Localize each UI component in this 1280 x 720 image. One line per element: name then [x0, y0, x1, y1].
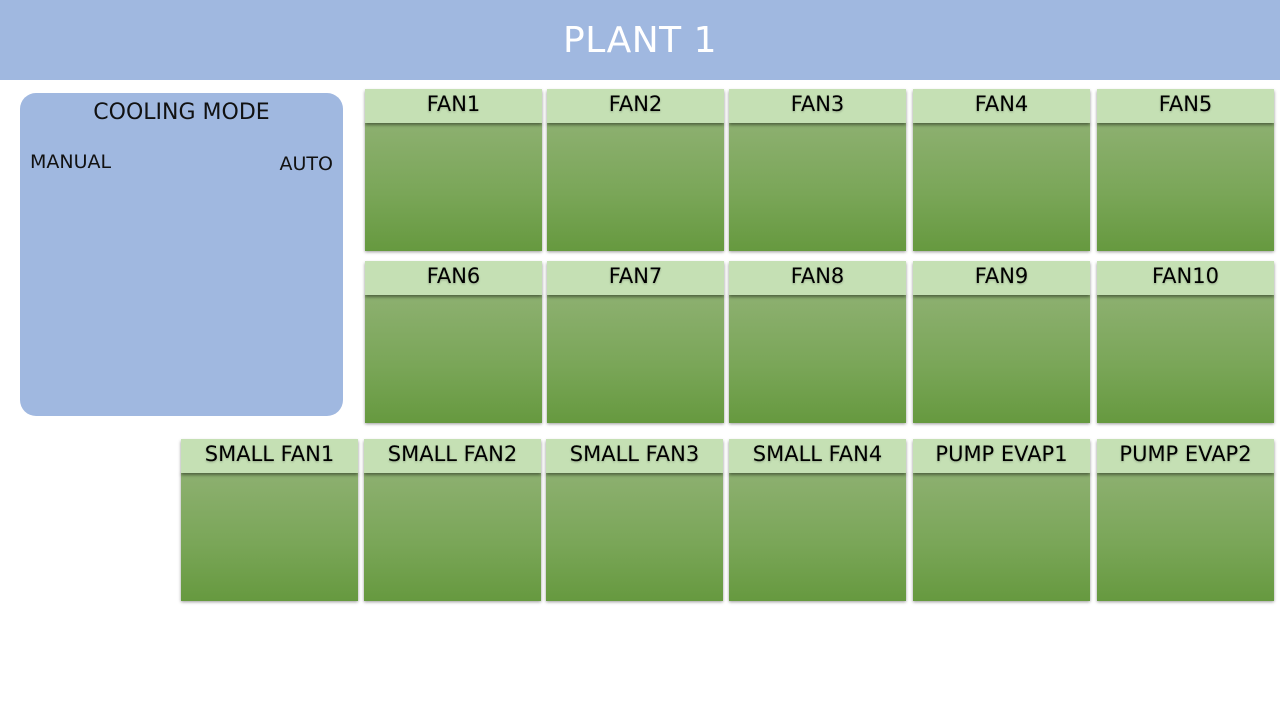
small-fan-2-label: SMALL FAN2 — [364, 439, 541, 473]
fan-4-label: FAN4 — [913, 89, 1090, 123]
fan-3-tile[interactable]: FAN3 — [729, 89, 906, 251]
fan-6-status-area — [365, 295, 542, 423]
pump-evap-2-label: PUMP EVAP2 — [1097, 439, 1274, 473]
fan-10-label: FAN10 — [1097, 261, 1274, 295]
small-fan-1-status-area — [181, 473, 358, 601]
fan-4-status-area — [913, 123, 1090, 251]
small-fan-3-label: SMALL FAN3 — [546, 439, 723, 473]
small-fan-4-tile[interactable]: SMALL FAN4 — [729, 439, 906, 601]
fan-3-label: FAN3 — [729, 89, 906, 123]
manual-mode-option[interactable]: MANUAL — [30, 151, 112, 173]
small-fan-3-status-area — [546, 473, 723, 601]
page-title: PLANT 1 — [563, 19, 717, 61]
fan-5-tile[interactable]: FAN5 — [1097, 89, 1274, 251]
pump-evap-2-tile[interactable]: PUMP EVAP2 — [1097, 439, 1274, 601]
fan-7-label: FAN7 — [547, 261, 724, 295]
fan-2-label: FAN2 — [547, 89, 724, 123]
fan-1-status-area — [365, 123, 542, 251]
auto-mode-option[interactable]: AUTO — [279, 153, 333, 175]
fan-2-status-area — [547, 123, 724, 251]
fan-5-label: FAN5 — [1097, 89, 1274, 123]
fan-1-label: FAN1 — [365, 89, 542, 123]
fan-10-status-area — [1097, 295, 1274, 423]
header-bar: PLANT 1 — [0, 0, 1280, 80]
fan-8-tile[interactable]: FAN8 — [729, 261, 906, 423]
fan-9-label: FAN9 — [913, 261, 1090, 295]
fan-4-tile[interactable]: FAN4 — [913, 89, 1090, 251]
small-fan-4-status-area — [729, 473, 906, 601]
pump-evap-2-status-area — [1097, 473, 1274, 601]
fan-7-status-area — [547, 295, 724, 423]
small-fan-1-tile[interactable]: SMALL FAN1 — [181, 439, 358, 601]
fan-8-status-area — [729, 295, 906, 423]
fan-8-label: FAN8 — [729, 261, 906, 295]
small-fan-2-status-area — [364, 473, 541, 601]
fan-10-tile[interactable]: FAN10 — [1097, 261, 1274, 423]
cooling-mode-panel: COOLING MODE MANUAL AUTO — [20, 93, 343, 416]
fan-1-tile[interactable]: FAN1 — [365, 89, 542, 251]
fan-9-tile[interactable]: FAN9 — [913, 261, 1090, 423]
fan-6-label: FAN6 — [365, 261, 542, 295]
fan-9-status-area — [913, 295, 1090, 423]
small-fan-2-tile[interactable]: SMALL FAN2 — [364, 439, 541, 601]
small-fan-1-label: SMALL FAN1 — [181, 439, 358, 473]
fan-7-tile[interactable]: FAN7 — [547, 261, 724, 423]
pump-evap-1-status-area — [913, 473, 1090, 601]
fan-2-tile[interactable]: FAN2 — [547, 89, 724, 251]
cooling-mode-title: COOLING MODE — [93, 100, 270, 125]
fan-6-tile[interactable]: FAN6 — [365, 261, 542, 423]
pump-evap-1-label: PUMP EVAP1 — [913, 439, 1090, 473]
fan-3-status-area — [729, 123, 906, 251]
pump-evap-1-tile[interactable]: PUMP EVAP1 — [913, 439, 1090, 601]
small-fan-3-tile[interactable]: SMALL FAN3 — [546, 439, 723, 601]
fan-5-status-area — [1097, 123, 1274, 251]
small-fan-4-label: SMALL FAN4 — [729, 439, 906, 473]
